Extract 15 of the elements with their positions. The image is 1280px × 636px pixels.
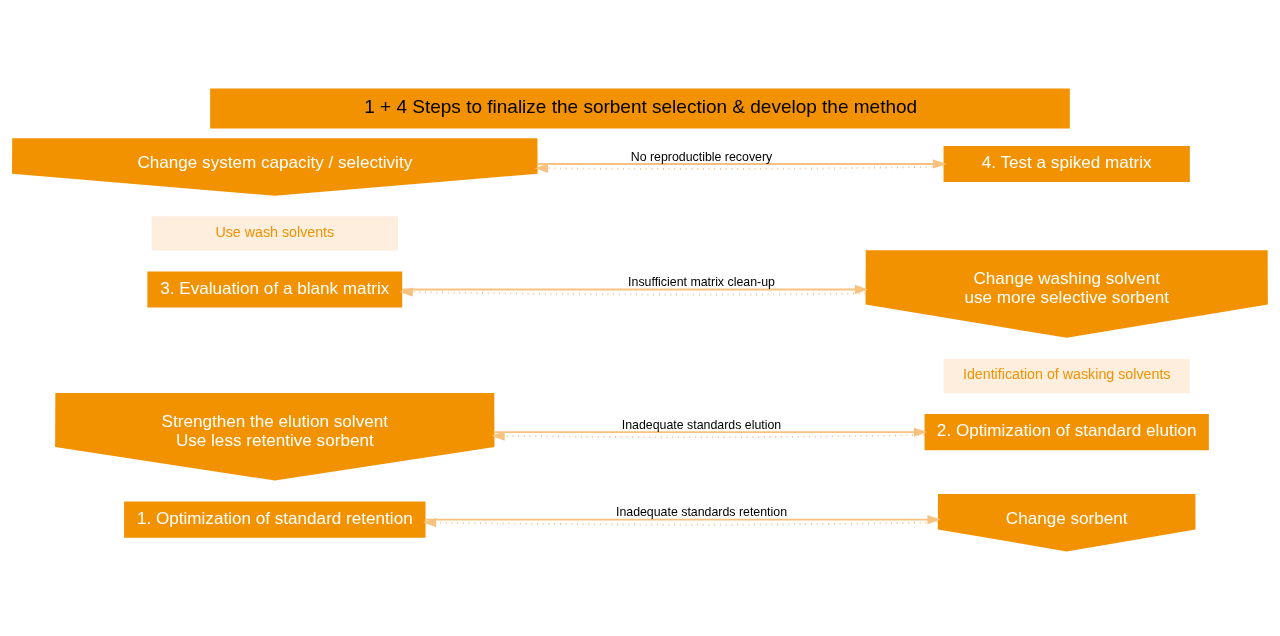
diagram-title: 1 + 4 Steps to finalize the sorbent selection & develop the method (364, 96, 918, 118)
node-box: Identification of wasking solvents (943, 358, 1190, 394)
arrow (491, 431, 926, 441)
node-box: 4. Test a spiked matrix (943, 145, 1190, 182)
edge-label: No reproductible recovery (630, 149, 773, 164)
arrow (536, 159, 947, 169)
node-box: 1. Optimization of standard retention (124, 501, 426, 538)
node-box: Use wash solvents (151, 216, 398, 251)
edge-label: Inadequate standards elution (621, 417, 782, 432)
edge-label: Inadequate standards retention (615, 505, 788, 520)
arrow (493, 427, 928, 437)
arrow (534, 163, 945, 173)
node-box: 2. Optimization of standard elution (924, 414, 1209, 451)
node-box: 3. Evaluation of a blank matrix (147, 271, 403, 308)
edge-label: Insufficient matrix clean-up (628, 275, 775, 290)
